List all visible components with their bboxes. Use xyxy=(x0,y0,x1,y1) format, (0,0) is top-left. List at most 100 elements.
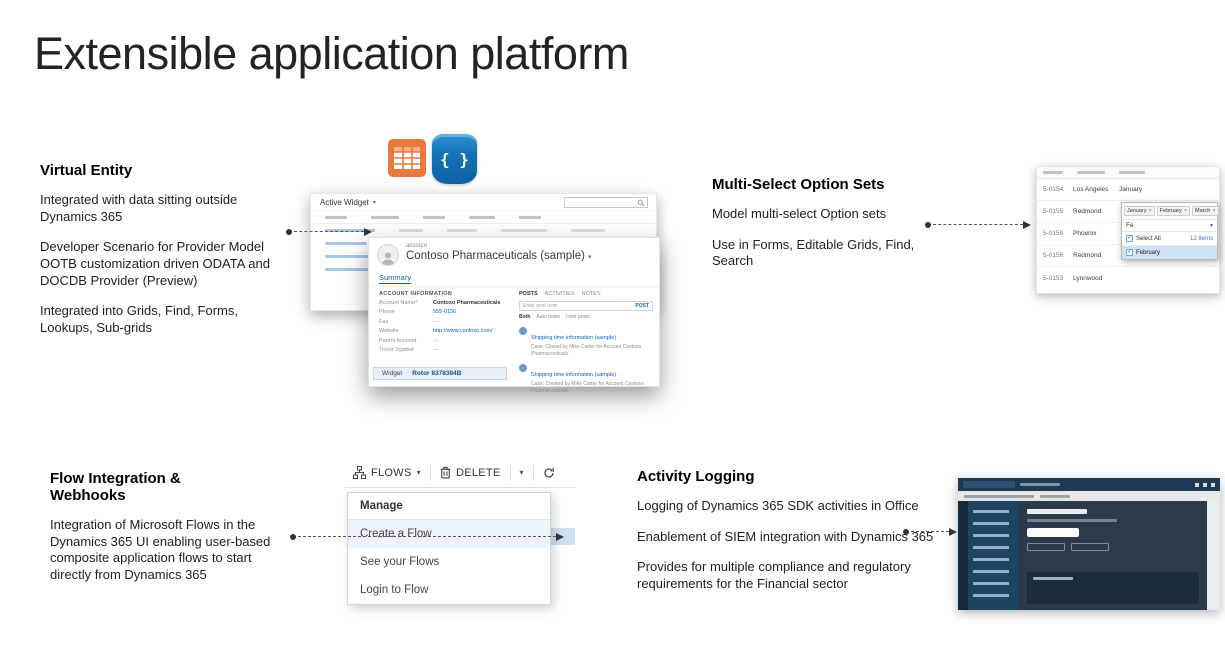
field-value: --- xyxy=(433,346,439,353)
option-label: February xyxy=(1136,249,1161,256)
tag-january[interactable]: January× xyxy=(1124,206,1155,216)
select-all-option[interactable]: ✓ Select All 12 Items xyxy=(1122,232,1217,246)
menu-item-see-your-flows[interactable]: See your Flows xyxy=(360,556,440,568)
tab-activities[interactable]: ACTIVITIES xyxy=(544,291,575,297)
search-box[interactable] xyxy=(1027,528,1079,537)
grid-row[interactable]: 5-0154 Los Angeles January xyxy=(1037,179,1219,201)
tag-february[interactable]: February× xyxy=(1156,206,1191,216)
tag-label: March xyxy=(1195,208,1211,214)
multiselect-heading: Multi-Select Option Sets xyxy=(712,176,885,193)
checkbox-checked-icon[interactable]: ✓ xyxy=(1126,249,1133,256)
filter-input[interactable]: Fe ▾ xyxy=(1122,220,1217,232)
refresh-button[interactable] xyxy=(543,467,555,479)
left-rail xyxy=(958,501,968,610)
grid-window-header: Active Widget ▾ xyxy=(311,194,656,212)
nav-column[interactable] xyxy=(968,501,1018,610)
flows-button[interactable]: FLOWS ▾ xyxy=(353,466,421,479)
nav-item-bars xyxy=(973,510,1009,602)
post-body: Case: Closed by Mike Carter for Account … xyxy=(531,344,642,357)
row-id: 5-0153 xyxy=(1043,274,1064,282)
content-area xyxy=(1018,501,1207,610)
delete-button-label: DELETE xyxy=(455,466,501,479)
post-title-link[interactable]: Shipping time information (sample) xyxy=(531,335,616,341)
website-link[interactable]: http://www.contoso.com/ xyxy=(433,328,493,335)
remove-tag-icon[interactable]: × xyxy=(1212,208,1216,214)
option-february[interactable]: ✓ February xyxy=(1122,246,1217,259)
delete-button[interactable]: DELETE xyxy=(440,466,501,479)
cell-bar xyxy=(325,242,367,245)
multiselect-combobox: January× February× March× Fe ▾ ✓ Select … xyxy=(1121,202,1219,260)
search-input[interactable] xyxy=(564,197,648,208)
compliance-center-screenshot xyxy=(958,478,1220,610)
grid-row[interactable]: 5-0153 Lynnwood xyxy=(1037,267,1219,289)
remove-tag-icon[interactable]: × xyxy=(1148,208,1152,214)
activity-paragraph-3: Provides for multiple compliance and reg… xyxy=(637,559,911,591)
field-value: Contoso Pharmaceuticals xyxy=(433,300,501,306)
toolbar-divider xyxy=(509,464,511,481)
dropdown-field[interactable] xyxy=(1071,543,1109,551)
grid-column-headers xyxy=(311,212,656,224)
menu-item-create-a-flow[interactable]: Create a Flow xyxy=(348,520,550,548)
chevron-down-icon[interactable]: ▾ xyxy=(1209,222,1213,229)
post-input[interactable]: Enter post here POST xyxy=(519,301,653,311)
browser-tab[interactable] xyxy=(963,481,1015,488)
field-label: Account Name* xyxy=(379,300,418,306)
flows-button-label: FLOWS xyxy=(371,466,412,479)
trash-icon xyxy=(440,466,451,479)
post-placeholder: Enter post here xyxy=(523,303,558,309)
multiselect-text-block: Multi-Select Option Sets Model multi-sel… xyxy=(712,176,944,284)
filter-both[interactable]: Both xyxy=(519,314,531,320)
chevron-down-icon: ▾ xyxy=(519,467,524,477)
grid-row-placeholder[interactable] xyxy=(311,224,656,237)
column-header-bar xyxy=(423,216,445,219)
window-controls[interactable] xyxy=(1195,482,1215,487)
browser-address-bar[interactable] xyxy=(958,491,1220,501)
column-header-bar xyxy=(1119,171,1145,174)
grid-title[interactable]: Active Widget xyxy=(320,198,369,207)
column-header-bar xyxy=(1077,171,1105,174)
case-icon xyxy=(519,364,527,372)
close-icon xyxy=(1211,482,1215,487)
case-icon xyxy=(519,327,527,335)
grid-row[interactable]: 5-0156 Redmond xyxy=(1037,245,1219,267)
item-count: 12 Items xyxy=(1189,235,1213,242)
account-name[interactable]: Contoso Pharmaceuticals (sample)▾ xyxy=(406,250,591,262)
cell-bar xyxy=(447,229,477,232)
delete-dropdown-button[interactable]: ▾ xyxy=(519,467,524,477)
column-header-bar xyxy=(469,216,495,219)
flow-screenshot: FLOWS ▾ DELETE ▾ Manage Create a Flow Se… xyxy=(345,458,575,610)
menu-item-login-to-flow[interactable]: Login to Flow xyxy=(360,584,429,596)
checkbox-checked-icon[interactable]: ✓ xyxy=(1126,235,1133,242)
tag-march[interactable]: March× xyxy=(1192,206,1219,216)
post-button[interactable]: POST xyxy=(635,303,649,309)
results-panel xyxy=(1027,572,1199,604)
tab-posts[interactable]: POSTS xyxy=(519,291,538,297)
filter-auto-posts[interactable]: Auto posts xyxy=(536,314,561,320)
docdb-database-icon: { } xyxy=(432,134,477,184)
field-row: Account Name* Contoso Pharmaceuticals xyxy=(379,300,511,306)
divider xyxy=(369,286,659,287)
cell-bar xyxy=(501,229,547,232)
column-header-bar xyxy=(371,216,399,219)
window-titlebar xyxy=(958,478,1220,491)
selected-tags: January× February× March× xyxy=(1122,203,1219,220)
field-label: Ticker Symbol xyxy=(379,346,414,353)
phone-link[interactable]: 555-0156 xyxy=(433,309,457,316)
post-title-link[interactable]: Shipping time information (sample) xyxy=(531,372,616,378)
virtual-entity-arrow xyxy=(286,227,372,236)
tab-notes[interactable]: NOTES xyxy=(581,291,601,297)
chevron-down-icon: ▾ xyxy=(587,254,592,261)
titlebar-text-bar xyxy=(1020,483,1060,486)
chevron-down-icon[interactable]: ▾ xyxy=(372,199,376,206)
toolbar-divider xyxy=(429,464,431,481)
filter-fields xyxy=(1027,543,1199,551)
remove-tag-icon[interactable]: × xyxy=(1183,208,1188,214)
virtual-entity-widget-row[interactable]: Widget Rotor 8378384B xyxy=(373,367,507,380)
dropdown-field[interactable] xyxy=(1027,543,1065,551)
right-rail xyxy=(1207,501,1220,610)
tab-summary[interactable]: Summary xyxy=(379,273,412,284)
account-fields: Account Name*Contoso Pharmaceuticals Pho… xyxy=(379,300,511,356)
grid-header xyxy=(1037,167,1219,179)
multiselect-screenshot: 5-0154 Los Angeles January 5-0155 Redmon… xyxy=(1036,166,1220,294)
filter-user-posts[interactable]: User posts xyxy=(566,314,590,320)
